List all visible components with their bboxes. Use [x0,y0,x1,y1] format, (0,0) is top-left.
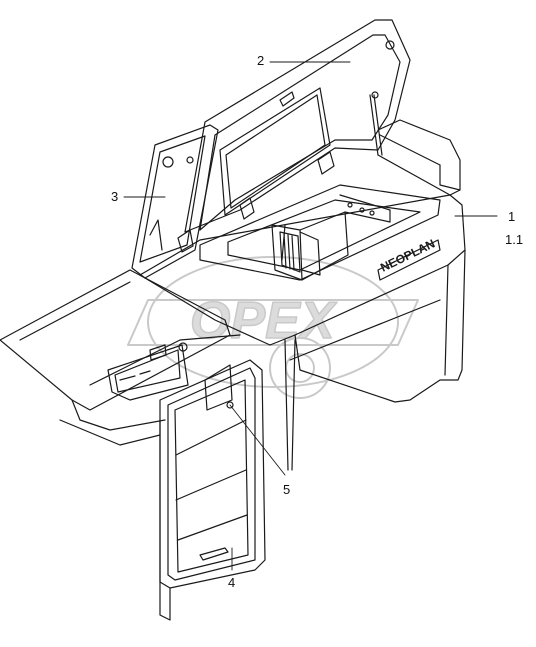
watermark-text: OPEX [190,292,338,350]
callout-1-1: 1.1 [505,232,524,247]
leader-lines [123,61,498,571]
console-body [139,119,466,471]
watermark: OPEX [127,256,419,399]
dashboard-arm [0,269,241,431]
callout-4: 4 [228,575,236,590]
callout-3: 3 [111,189,119,204]
callout-5: 5 [283,482,291,497]
leader-5 [229,404,286,476]
cabinet-door-4 [59,359,266,621]
callout-2: 2 [257,53,265,68]
callout-1: 1 [508,209,516,224]
lid-2 [184,19,411,233]
